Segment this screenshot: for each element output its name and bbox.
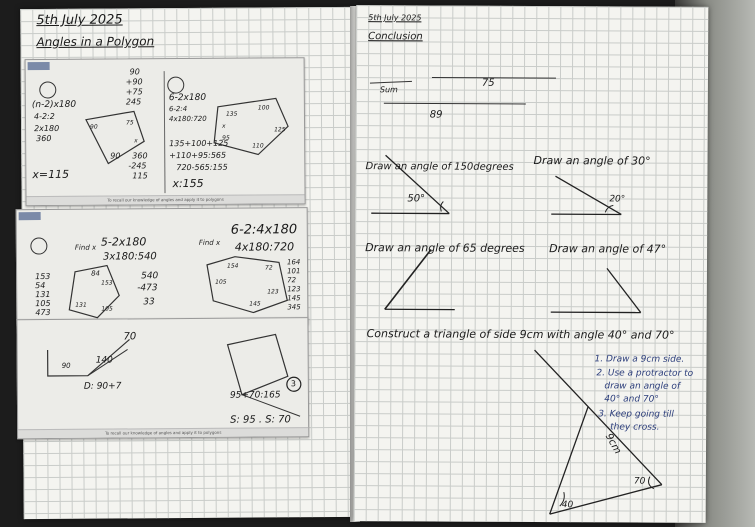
- w2-angle-0: 135: [225, 110, 238, 118]
- w1-angle-3: x: [134, 137, 138, 145]
- task3-shapes: [47, 333, 302, 417]
- t2-angle-3: 145: [249, 300, 261, 308]
- sheet-footer-3: To recall our knowledge of angles and ap…: [18, 427, 309, 439]
- w2-answer: x:155: [172, 176, 204, 191]
- sum-value: 75: [481, 77, 495, 89]
- w1-line-0: (n-2)x180: [31, 99, 77, 111]
- t2-find: Find x: [198, 238, 221, 247]
- w1-angle-2: 90: [110, 151, 121, 161]
- w1-sum-1: +90: [125, 77, 143, 87]
- triangle-angle-40: 40: [561, 500, 574, 511]
- worked-examples-sheet: (n-2)x180 4-2:2 2x180 360 x=115 90 +90 +…: [24, 57, 306, 207]
- q2-label: Draw an angle of 30°: [533, 154, 651, 168]
- w2-angle-4: 95: [222, 134, 230, 142]
- t3-right-answer: S: 95 . S: 70: [230, 414, 291, 426]
- w1-sum-0: 90: [129, 67, 140, 77]
- t1-calc-1: 3x180:540: [102, 251, 157, 263]
- t3-left-note: D: 90+7: [83, 381, 122, 392]
- worked-shapes: [39, 76, 289, 165]
- t1-sum-1: 54: [35, 281, 46, 291]
- t2-angle-1: 72: [265, 264, 273, 272]
- w2-sub: 720-565:155: [176, 162, 228, 173]
- t2-angle-2: 123: [267, 288, 279, 296]
- w1-line-1: 4-2:2: [33, 111, 55, 122]
- w2-line-1: 6-2:4: [168, 105, 188, 114]
- step-2: draw an angle of: [604, 381, 681, 392]
- t1-sum-0: 153: [35, 271, 51, 282]
- t2-sum-3: 123: [287, 285, 301, 294]
- w1-answer: x=115: [32, 167, 70, 182]
- t2-sum-5: 345: [287, 303, 301, 312]
- step-1: 2. Use a protractor to: [596, 368, 694, 379]
- w2-angle-2: 125: [274, 126, 286, 134]
- step-0: 1. Draw a 9cm side.: [594, 354, 685, 365]
- t3-top: 70: [123, 331, 137, 343]
- t2-sum-1: 101: [287, 267, 301, 276]
- t1-angle-0: 84: [91, 269, 101, 278]
- w1-sub-0: 360: [132, 151, 148, 161]
- task-shapes: [30, 237, 288, 319]
- q1-angle: 50°: [407, 193, 426, 205]
- t3-right-calc: 95+70:165: [229, 390, 281, 401]
- w2-line-0: 6-2x180: [168, 92, 207, 104]
- task3-sheet: 70 140 90 D: 90+7 95+70:165 S: 95 . S: 7…: [16, 317, 310, 440]
- t2-sum-2: 72: [287, 276, 297, 285]
- t1-sum-4: 473: [35, 307, 51, 318]
- t3-mid: 140: [95, 355, 113, 366]
- t1-angle-1: 153: [101, 279, 113, 287]
- w2-sum-0: 135+100+125: [169, 138, 229, 149]
- w1-sub-1: -245: [128, 161, 147, 171]
- w1-line-2: 2x180: [34, 123, 60, 134]
- sum-label: Sum: [379, 85, 398, 95]
- t2-angle-0: 154: [226, 262, 239, 270]
- right-page: 5th July 2025 Conclusion Sum 75 89 Draw …: [353, 5, 709, 523]
- w1-line-3: 360: [36, 133, 52, 144]
- t1-find: Find x: [74, 243, 97, 252]
- right-page-drawings: [369, 76, 663, 515]
- w1-sum-3: 245: [125, 97, 142, 107]
- triangle-angle-70: 70: [633, 476, 646, 487]
- left-title: Angles in a Polygon: [36, 34, 155, 50]
- w1-angle-0: 90: [90, 123, 98, 131]
- w1-angle-1: 75: [125, 119, 134, 127]
- t1-sum-3: 105: [35, 298, 51, 309]
- q3-label: Draw an angle of 65 degrees: [365, 241, 525, 255]
- t1-sub-2: 33: [143, 297, 155, 308]
- right-date: 5th July 2025: [368, 13, 422, 23]
- q4-label: Draw an angle of 47°: [549, 242, 667, 256]
- t3-badge: 3: [290, 379, 296, 389]
- t2-sum-4: 145: [287, 294, 301, 303]
- t1-sub-0: 540: [141, 271, 159, 282]
- w2-angle-5: x: [222, 122, 226, 130]
- t1-sub-1: -473: [137, 283, 158, 294]
- t1-calc-0: 5-2x180: [100, 235, 147, 249]
- w1-sum-2: +75: [125, 87, 143, 97]
- t2-angle-4: 105: [215, 278, 227, 286]
- w2-angle-3: 110: [252, 142, 264, 150]
- w2-line-2: 4x180:720: [168, 114, 207, 124]
- construct-task: Construct a triangle of side 9cm with an…: [366, 327, 675, 342]
- step-5: they cross.: [610, 422, 660, 433]
- tasks-sheet: Find x 5-2x180 3x180:540 153 54 131 105 …: [15, 207, 309, 327]
- t1-sum-2: 131: [35, 289, 51, 300]
- left-page: 5th July 2025 Angles in a Polygon (n-2)x…: [15, 6, 359, 520]
- w2-sum-1: +110+95:565: [169, 150, 227, 161]
- step-3: 40° and 70°: [604, 394, 659, 405]
- t1-angle-2: 131: [75, 301, 87, 309]
- q2-angle: 20°: [609, 194, 626, 205]
- t2-calc-1: 4x180:720: [234, 240, 295, 254]
- t2-sum-0: 164: [286, 258, 301, 267]
- step-4: 3. Keep going till: [598, 409, 674, 420]
- w1-sub-2: 115: [132, 171, 148, 181]
- sheet-footer: To recall our knowledge of angles and ap…: [26, 194, 305, 206]
- second-value: 89: [429, 109, 443, 121]
- q1-label: Draw an angle of 150degrees: [365, 161, 514, 173]
- t2-calc-0: 6-2:4x180: [230, 222, 298, 238]
- right-title: Conclusion: [368, 31, 423, 43]
- left-date: 5th July 2025: [36, 12, 123, 29]
- t3-side: 90: [61, 361, 71, 370]
- t1-angle-3: 105: [101, 305, 113, 313]
- w2-angle-1: 100: [257, 104, 270, 112]
